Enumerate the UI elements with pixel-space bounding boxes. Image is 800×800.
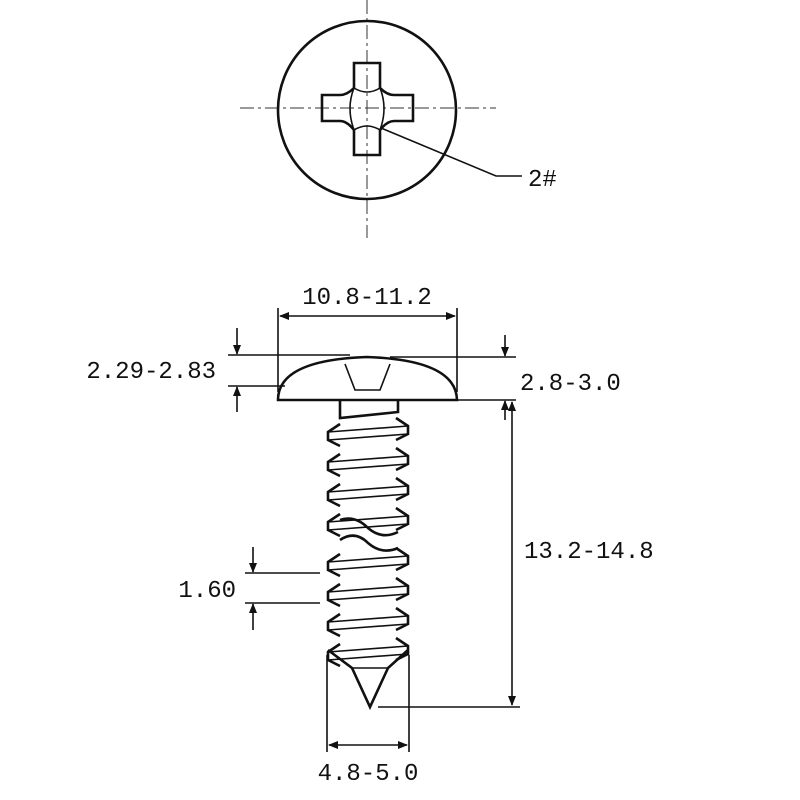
thread-crest-left <box>326 612 341 638</box>
shank-neck <box>338 400 400 420</box>
screw-head <box>276 355 459 402</box>
drive-leader-line <box>380 127 522 177</box>
thread-crest-right <box>395 546 410 572</box>
phillips-recess <box>320 61 415 157</box>
recess-inner-lines <box>349 87 385 131</box>
break-line <box>339 517 399 537</box>
thread-crest-right <box>395 576 410 602</box>
head-recess-lines <box>344 363 391 391</box>
length-label: 13.2-14.8 <box>524 539 654 566</box>
thread-crest-left <box>326 512 341 538</box>
screw-shank <box>326 400 410 711</box>
thread-crest-left <box>326 582 341 608</box>
thread-line <box>327 455 409 471</box>
head-height-left-label: 2.29-2.83 <box>86 359 216 386</box>
side-view: 10.8-11.2 2.29-2.83 2.8-3.0 13.2-14.8 1.… <box>86 285 653 788</box>
thread-crest-left <box>326 452 341 478</box>
thread-line <box>327 585 409 601</box>
thread-line <box>327 425 409 441</box>
break-line <box>339 534 399 552</box>
thread-crest-right <box>395 446 410 472</box>
thread-crest-right <box>395 476 410 502</box>
head-outline-circle <box>276 19 458 201</box>
thread-line <box>327 555 409 571</box>
screw-tip <box>327 648 409 711</box>
thread-crest-left <box>326 422 341 448</box>
head-diameter-label: 10.8-11.2 <box>302 285 432 312</box>
thread-crest-right <box>395 416 410 442</box>
head-height-right-label: 2.8-3.0 <box>520 371 621 398</box>
thread-crest-left <box>326 552 341 578</box>
top-view: 2# <box>240 0 557 238</box>
thread-line <box>327 485 409 501</box>
thread-crest-left <box>326 482 341 508</box>
drive-size-label: 2# <box>528 167 557 194</box>
thread-crest-right <box>395 506 410 532</box>
thread-line <box>327 615 409 631</box>
thread-diameter-label: 4.8-5.0 <box>318 761 419 788</box>
thread-crest-left <box>326 642 341 668</box>
thread-crest-right <box>395 606 410 632</box>
thread-pitch-label: 1.60 <box>178 578 236 605</box>
